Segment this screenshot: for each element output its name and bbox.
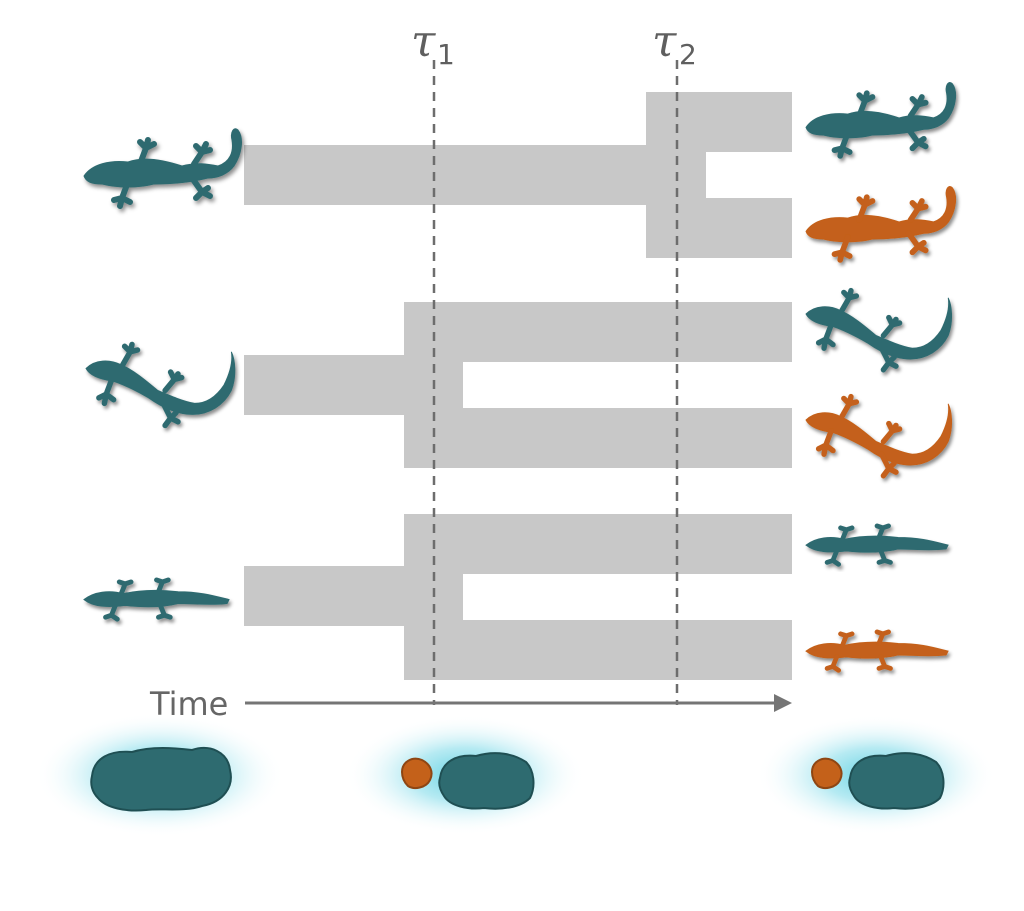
ancestral-gecko-2-icon	[86, 344, 235, 425]
descendant-gecko-3a-icon	[806, 526, 948, 564]
lineage-1-branches	[244, 92, 792, 258]
island-stage-3-small-icon	[811, 757, 843, 789]
island-stage-2-main-icon	[438, 752, 535, 810]
tau-2-label: τ 2	[652, 16, 697, 71]
island-stage-1-icon	[90, 747, 232, 812]
tau-2-symbol: τ	[652, 16, 677, 67]
descendant-gecko-2a-icon	[806, 291, 952, 370]
lineage-2-stem	[244, 302, 792, 468]
ancestral-gecko-1-icon	[84, 129, 241, 206]
lineage-3-stem	[244, 514, 792, 680]
tau-1-label: τ 1	[411, 16, 455, 71]
island-stage-3-main-icon	[848, 752, 945, 810]
descendant-gecko-3b-icon	[806, 632, 948, 670]
island-stage-3	[756, 715, 996, 835]
tau-1-subscript: 1	[437, 38, 455, 71]
ancestral-gecko-3-icon	[84, 580, 229, 619]
descendant-gecko-1b-icon	[806, 186, 956, 259]
time-axis-arrowhead	[774, 694, 792, 712]
descendant-gecko-1a-icon	[806, 82, 956, 155]
island-stage-2-small-icon	[401, 757, 433, 789]
tau-1-symbol: τ	[411, 16, 436, 67]
island-stage-1	[35, 713, 285, 837]
lineage-2-branches	[244, 302, 792, 468]
lineage-3-branches	[244, 514, 792, 680]
tau-2-subscript: 2	[679, 38, 697, 71]
island-stage-2	[345, 715, 585, 835]
descendant-gecko-2b-icon	[806, 397, 952, 476]
lineage-1-stem	[244, 92, 792, 258]
